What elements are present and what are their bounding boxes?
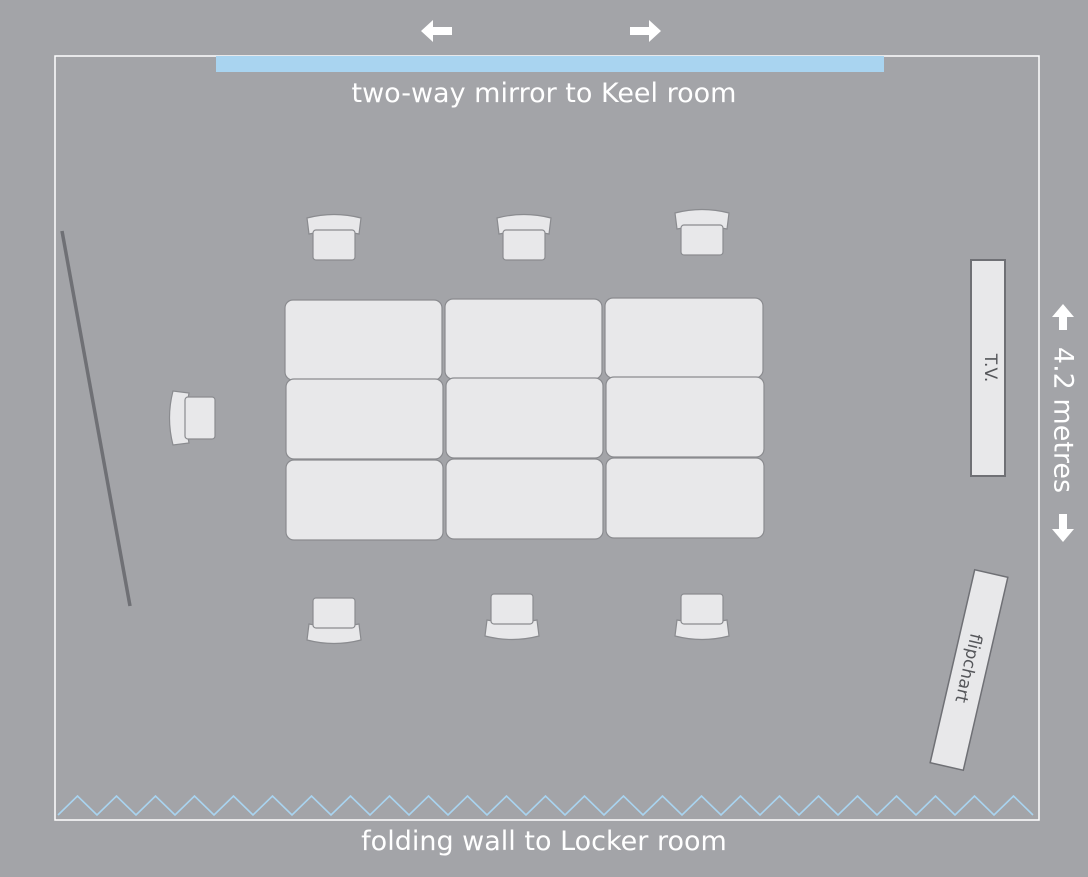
table-group: [284, 297, 765, 541]
chair-seat: [502, 229, 546, 261]
arrow-left-icon: [421, 20, 452, 42]
chair: [484, 593, 540, 641]
table: [605, 457, 765, 539]
table: [604, 297, 764, 379]
two-way-mirror: [216, 56, 884, 72]
tv: [970, 259, 1006, 477]
chair: [168, 390, 216, 446]
folding-wall-label: folding wall to Locker room: [361, 826, 727, 857]
partition-line: [60, 230, 132, 607]
room-width-label: 4.2 metres: [1047, 346, 1079, 494]
chair-seat: [490, 593, 534, 625]
table: [284, 299, 443, 381]
table: [285, 459, 444, 541]
chair-seat: [312, 229, 356, 261]
arrow-down-icon: [1052, 514, 1074, 542]
chair-seat: [184, 396, 216, 440]
table: [444, 298, 603, 380]
chair: [306, 597, 362, 645]
arrow-up-icon: [1052, 304, 1074, 330]
chair: [674, 593, 730, 641]
table: [605, 376, 765, 458]
chair-seat: [680, 224, 724, 256]
tv-label: T.V.: [980, 353, 1000, 383]
arrow-right-icon: [630, 20, 661, 42]
table: [285, 378, 444, 460]
chair: [306, 213, 362, 261]
chair-seat: [312, 597, 356, 629]
chair: [496, 213, 552, 261]
table: [445, 377, 604, 459]
table: [445, 458, 604, 540]
mirror-label: two-way mirror to Keel room: [351, 78, 737, 109]
folding-wall: [57, 794, 1034, 817]
chair-seat: [680, 593, 724, 625]
flipchart: [929, 568, 1009, 772]
chair: [674, 208, 730, 256]
